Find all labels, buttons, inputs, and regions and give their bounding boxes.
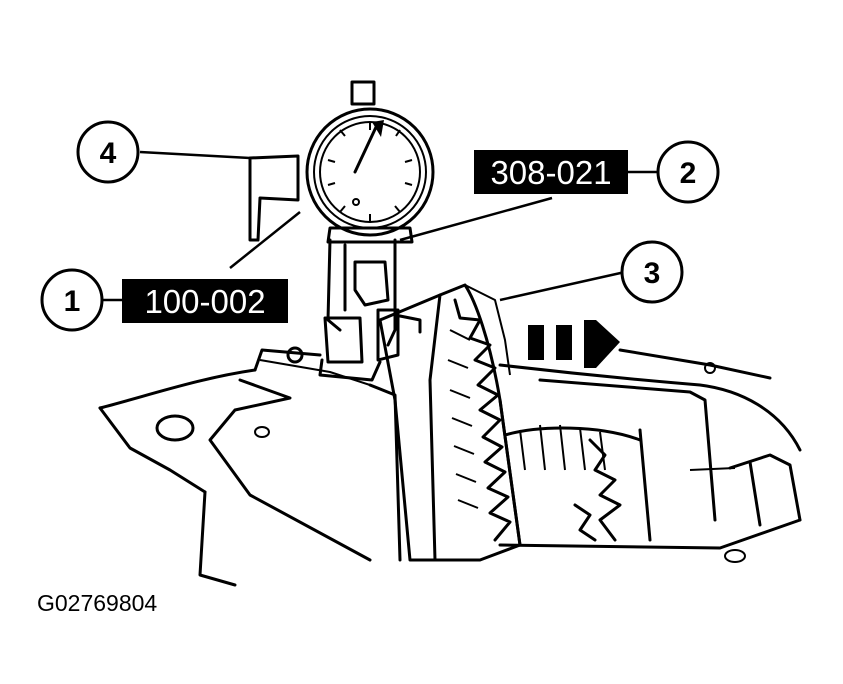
callout-1-number: 1 — [64, 285, 81, 318]
differential-housing — [98, 346, 802, 587]
tool-tag-100-002: 100-002 — [122, 279, 288, 323]
callout-2: 2 — [656, 140, 720, 204]
callout-1: 1 — [40, 268, 122, 332]
leader-lines — [139, 150, 658, 302]
ring-gear — [378, 283, 622, 562]
tool-tag-label: 308-021 — [490, 154, 611, 191]
direction-arrow — [528, 320, 620, 368]
callout-4-number: 4 — [100, 137, 117, 170]
figure-id: G02769804 — [37, 590, 158, 616]
dial-indicator — [305, 80, 435, 244]
tool-tag-label: 100-002 — [144, 283, 265, 320]
callout-4: 4 — [76, 120, 140, 184]
callout-3-number: 3 — [644, 257, 661, 290]
tool-tag-308-021: 308-021 — [474, 150, 628, 194]
callout-2-number: 2 — [680, 157, 697, 190]
callout-3: 3 — [620, 240, 684, 304]
dial-indicator-mount — [248, 154, 422, 382]
